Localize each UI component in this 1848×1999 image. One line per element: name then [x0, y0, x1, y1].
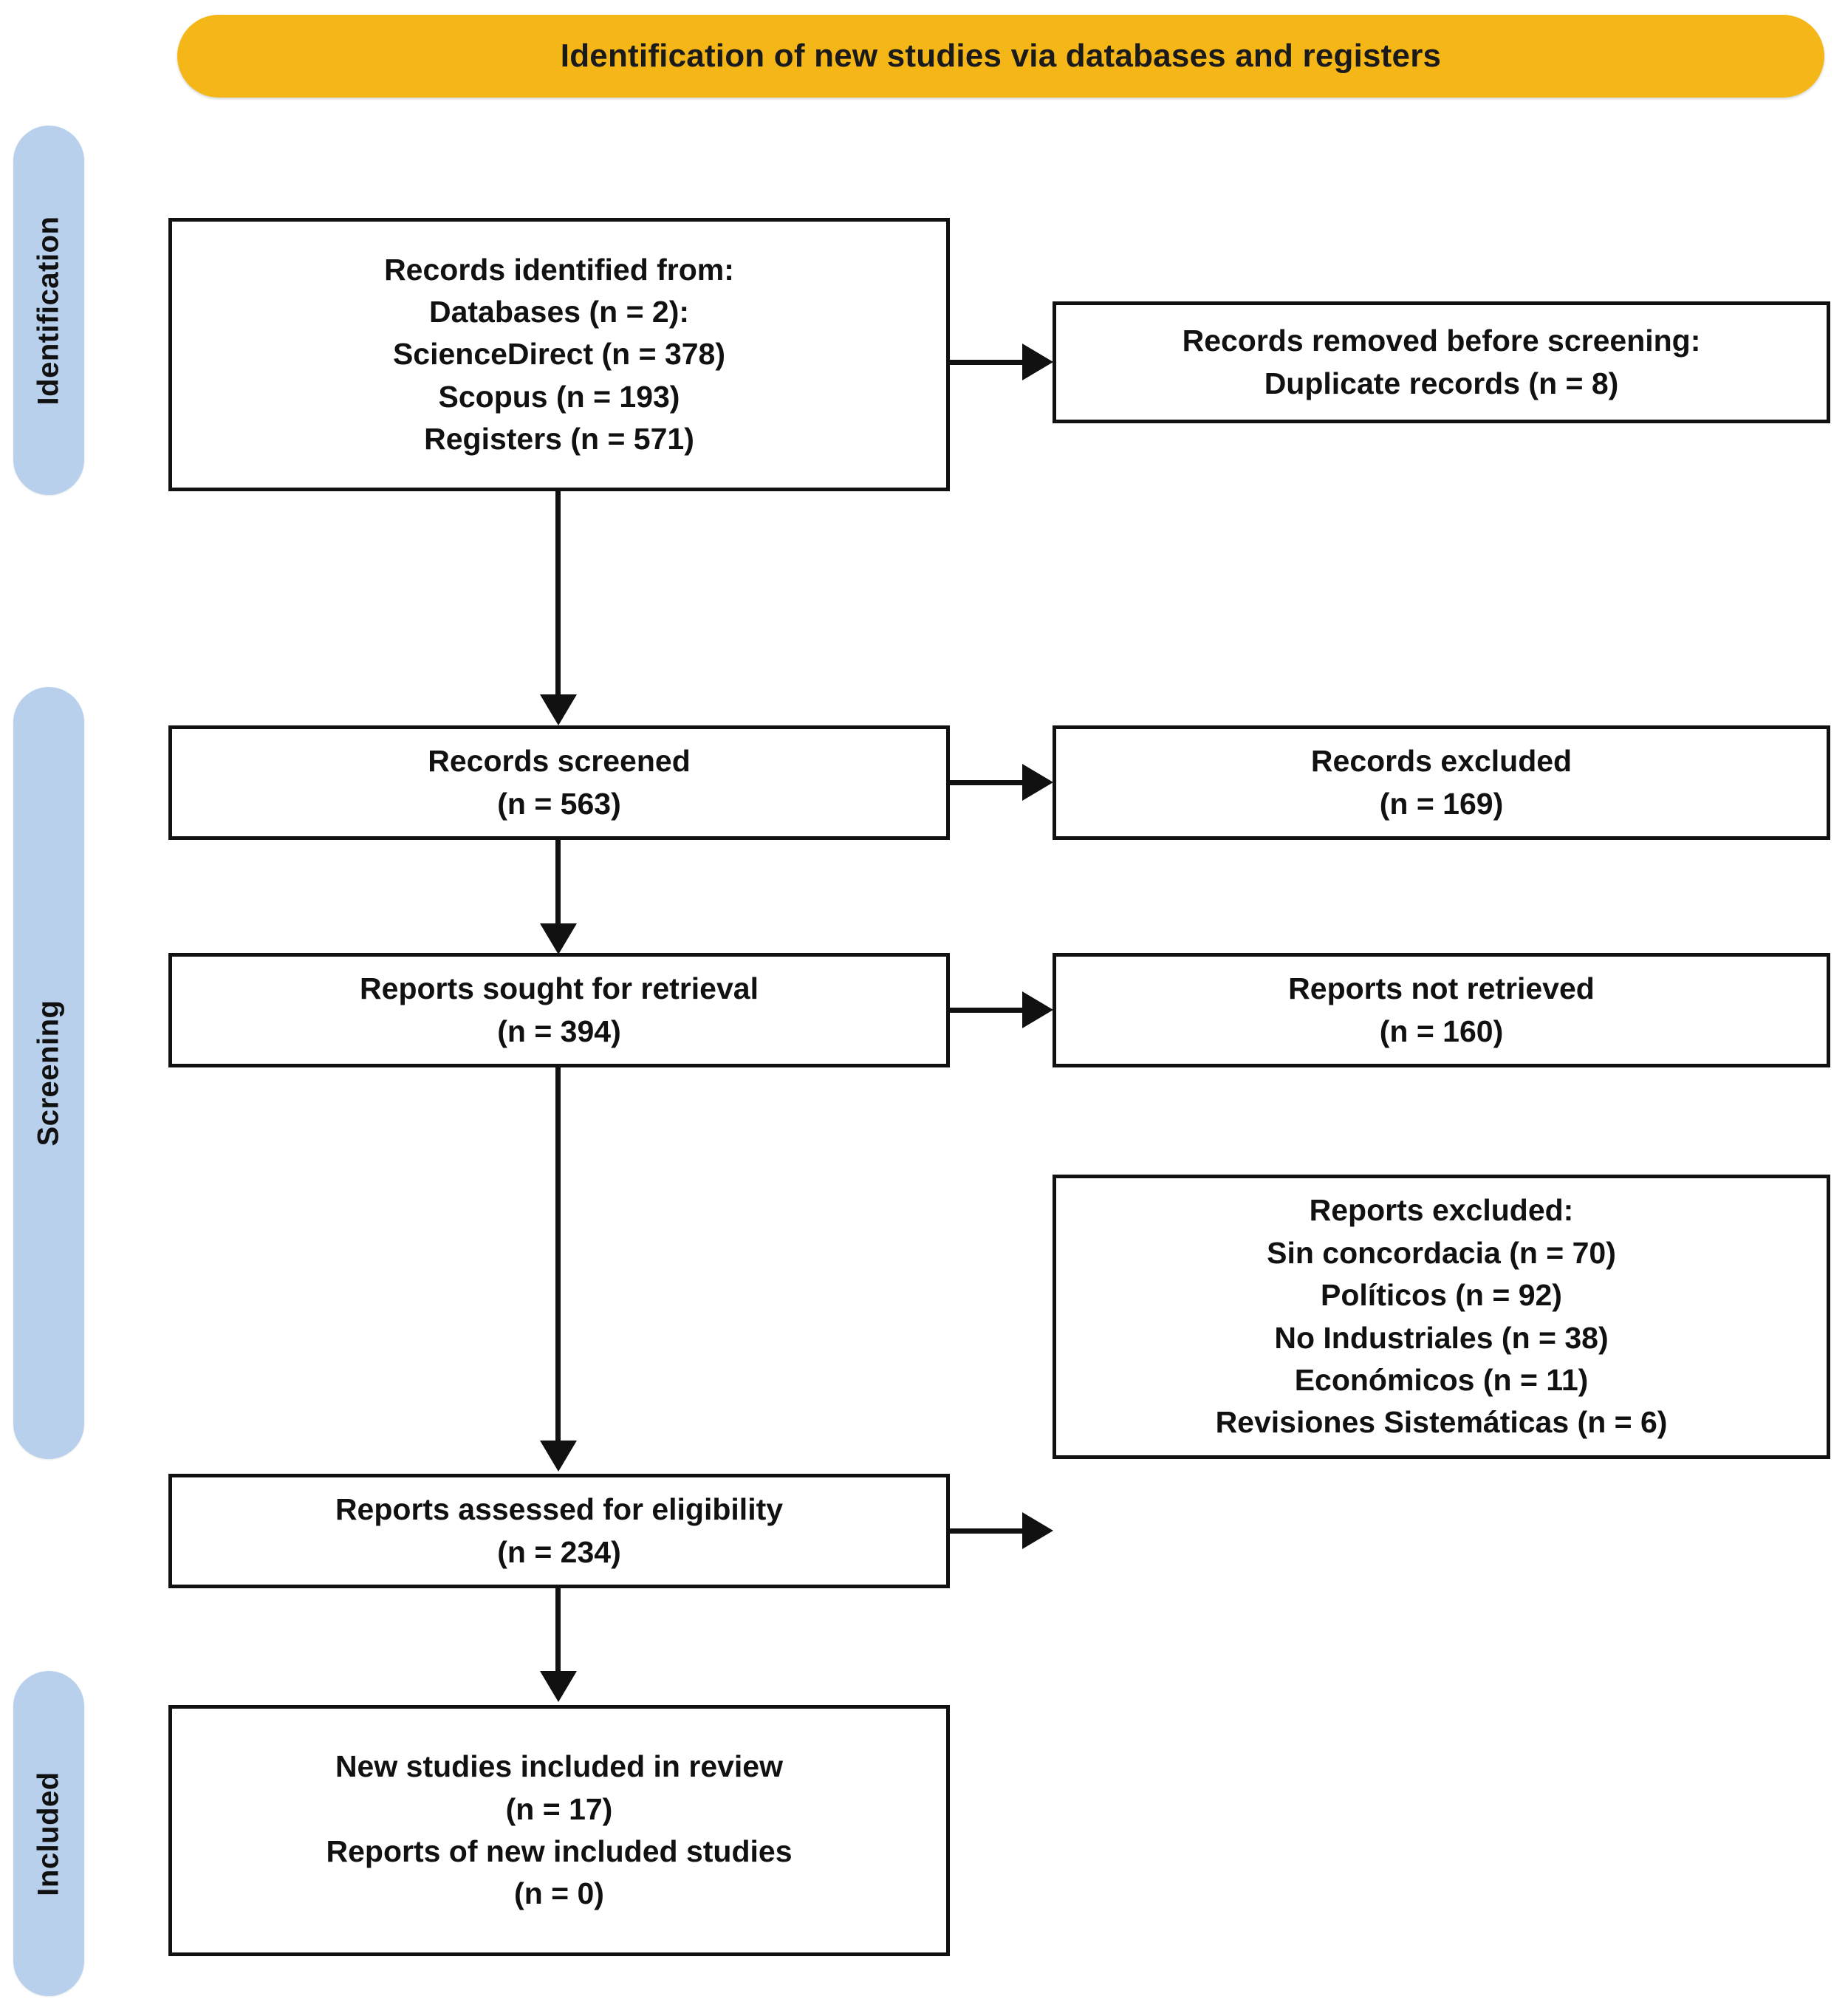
box-reports-sought-text: Reports sought for retrieval (n = 394)	[360, 971, 759, 1048]
box-new-studies-included-text: New studies included in review (n = 17) …	[326, 1749, 793, 1911]
arrow-sought-to-not-retrieved	[1022, 991, 1053, 1028]
connector-identified-to-screened	[555, 491, 561, 705]
connector-assessed-to-included	[555, 1588, 561, 1683]
stage-pill-included: Included	[13, 1671, 84, 1996]
connector-sought-to-not-retrieved	[950, 1008, 1024, 1013]
box-new-studies-included: New studies included in review (n = 17) …	[168, 1705, 950, 1956]
box-reports-excluded: Reports excluded: Sin concordacia (n = 7…	[1053, 1175, 1830, 1459]
arrow-screened-to-excluded	[1022, 764, 1053, 801]
box-reports-excluded-text: Reports excluded: Sin concordacia (n = 7…	[1215, 1193, 1668, 1440]
stage-pill-identification: Identification	[13, 126, 84, 495]
connector-assessed-to-reports-excluded	[950, 1528, 1024, 1534]
stage-pill-screening: Screening	[13, 687, 84, 1459]
box-records-excluded-text: Records excluded (n = 169)	[1310, 744, 1572, 821]
box-records-removed-text: Records removed before screening: Duplic…	[1182, 324, 1701, 400]
box-reports-not-retrieved-text: Reports not retrieved (n = 160)	[1288, 971, 1595, 1048]
box-records-excluded: Records excluded (n = 169)	[1053, 725, 1830, 840]
arrow-assessed-to-reports-excluded	[1022, 1512, 1053, 1549]
box-records-identified-text: Records identified from: Databases (n = …	[384, 252, 734, 457]
box-reports-not-retrieved: Reports not retrieved (n = 160)	[1053, 953, 1830, 1067]
connector-sought-to-assessed	[555, 1067, 561, 1452]
arrow-identified-to-screened	[540, 694, 577, 725]
stage-label-screening: Screening	[32, 1000, 65, 1147]
box-reports-sought: Reports sought for retrieval (n = 394)	[168, 953, 950, 1067]
arrow-screened-to-sought	[540, 923, 577, 954]
connector-screened-to-sought	[555, 840, 561, 940]
arrow-identified-to-removed	[1022, 344, 1053, 380]
box-reports-assessed: Reports assessed for eligibility (n = 23…	[168, 1474, 950, 1588]
box-records-screened: Records screened (n = 563)	[168, 725, 950, 840]
arrow-assessed-to-included	[540, 1671, 577, 1702]
stage-label-identification: Identification	[32, 216, 65, 405]
banner-title: Identification of new studies via databa…	[560, 38, 1442, 74]
box-reports-assessed-text: Reports assessed for eligibility (n = 23…	[335, 1492, 784, 1569]
box-records-screened-text: Records screened (n = 563)	[428, 744, 691, 821]
box-records-identified: Records identified from: Databases (n = …	[168, 218, 950, 491]
box-records-removed: Records removed before screening: Duplic…	[1053, 301, 1830, 423]
arrow-sought-to-assessed	[540, 1441, 577, 1472]
connector-identified-to-removed	[950, 360, 1024, 365]
connector-screened-to-excluded	[950, 780, 1024, 785]
stage-label-included: Included	[32, 1771, 65, 1896]
diagram-header-banner: Identification of new studies via databa…	[177, 15, 1824, 98]
